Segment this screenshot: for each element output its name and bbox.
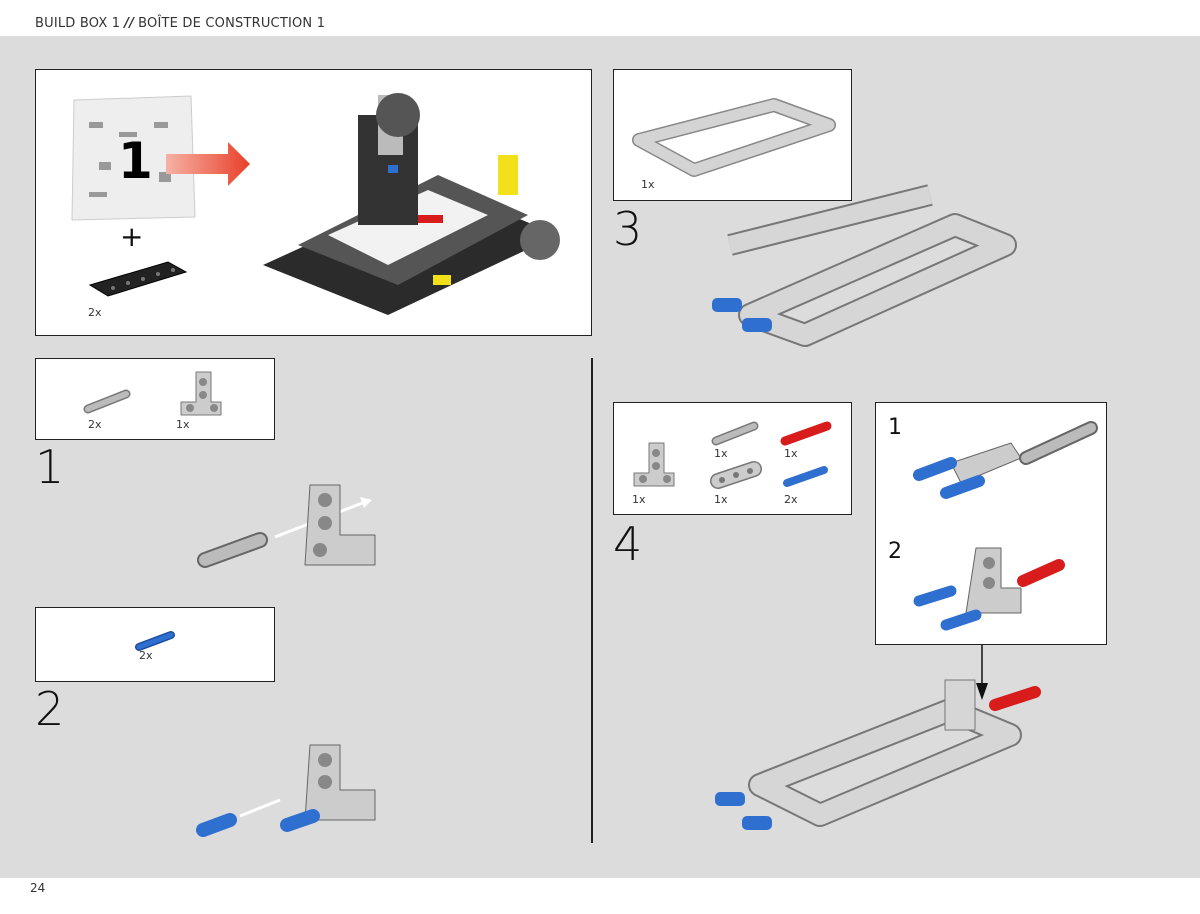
down-arrow-icon	[976, 645, 988, 700]
blue-pin-part	[135, 631, 175, 651]
t-beam-part	[180, 371, 222, 416]
part-qty: 1x	[714, 447, 728, 460]
column-divider	[591, 358, 593, 843]
part-qty: 2x	[139, 649, 153, 662]
substep1-assembly	[913, 421, 1098, 499]
model-chassis	[263, 93, 560, 315]
t-beam-part	[633, 442, 675, 487]
header-title-fr: BOÎTE DE CONSTRUCTION 1	[138, 16, 326, 31]
red-axle-part	[780, 421, 832, 446]
header-separator: //	[124, 16, 135, 31]
intro-box: 1 + 2x	[35, 69, 592, 336]
part-qty: 1x	[784, 447, 798, 460]
header-title-en: BUILD BOX 1	[35, 16, 121, 31]
gray-axle-pin-part	[711, 421, 759, 446]
step1-assembly	[197, 484, 376, 568]
plate-qty: 2x	[88, 306, 102, 319]
step-number-2: 2	[35, 682, 65, 736]
part-qty: 1x	[632, 493, 646, 506]
substep-number-1: 1	[888, 415, 902, 440]
bag-number: 1	[118, 132, 153, 190]
beam-3-part	[710, 461, 762, 489]
gray-axle-pin-part	[83, 389, 131, 414]
part-qty: 1x	[714, 493, 728, 506]
step-number-4: 4	[613, 517, 643, 571]
part-qty: 2x	[784, 493, 798, 506]
substep-box: 1 2	[875, 402, 1107, 645]
bag-icon	[71, 95, 196, 221]
frame-part	[632, 98, 836, 177]
step2-assembly	[196, 744, 376, 837]
step1-parts-box: 2x 1x	[35, 358, 275, 440]
step-number-3: 3	[613, 202, 643, 256]
part-qty: 1x	[176, 418, 190, 431]
step3-parts-box: 1x	[613, 69, 852, 201]
page-number: 24	[30, 881, 46, 895]
part-qty: 2x	[88, 418, 102, 431]
arrow-icon	[166, 142, 250, 186]
step3-assembly	[712, 184, 1017, 347]
step-number-1: 1	[35, 440, 65, 494]
plus-sign: +	[120, 220, 144, 253]
part-qty: 1x	[641, 178, 655, 191]
substep-number-2: 2	[888, 539, 902, 564]
step2-parts-box: 2x	[35, 607, 275, 682]
black-plate	[88, 261, 188, 297]
step4-assembly	[715, 679, 1041, 830]
substep2-assembly	[913, 547, 1065, 631]
blue-pin-part	[783, 466, 828, 487]
header: BUILD BOX 1//BOÎTE DE CONSTRUCTION 1	[35, 16, 325, 31]
step4-parts-box: 1x 1x 1x 1x 2x	[613, 402, 852, 515]
